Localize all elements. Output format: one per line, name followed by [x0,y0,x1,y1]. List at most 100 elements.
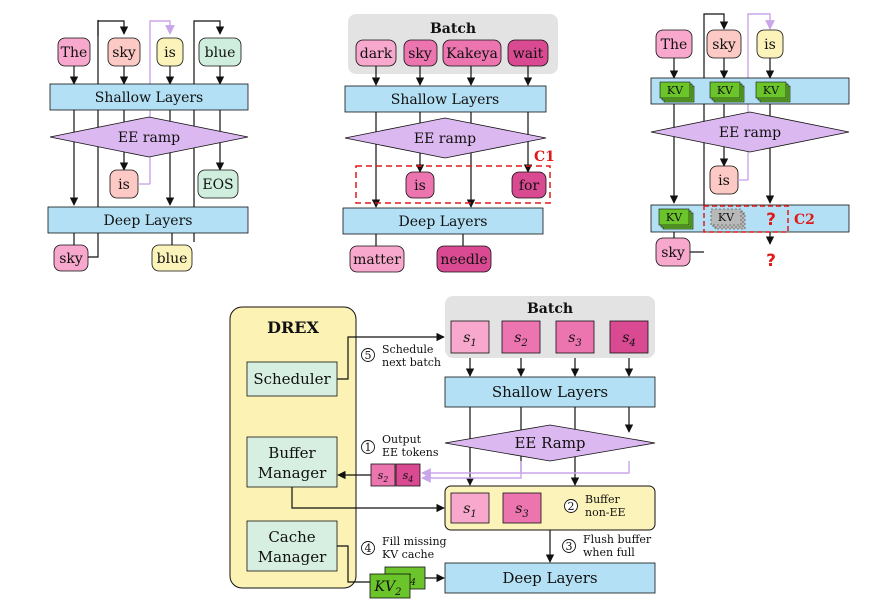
shallow-layers [444,376,656,408]
kv-cache-front [369,573,411,599]
kv-label: KV [666,211,683,224]
batch-item-s3-base: s [568,330,575,346]
ee-token-s2-label: s2 [378,469,389,484]
c2-highlight-box [703,205,789,233]
buffer-item-s1-label: s1 [463,501,477,520]
ee-ramp [444,424,656,462]
ee-token-s4 [395,463,421,487]
batch-token-kakeya [442,39,502,67]
kv-cache-back-sub: 4 [409,578,416,588]
step-3-number: 3 [566,540,573,553]
c2-label: C2 [794,212,815,228]
exit-token-for [511,171,547,199]
shallow-layers-label: Shallow Layers [492,383,608,401]
batch-token-sky-label: sky [408,46,432,62]
step-1-line-2: EE tokens [382,446,439,459]
kv-missing-stack: KV [710,208,746,230]
batch-item-s2-label: s2 [514,330,528,349]
batch-item-s3-sub: 3 [575,338,581,349]
step-4-number: 4 [365,542,372,555]
kv-label: KV [717,84,734,97]
buffer-item-s3 [502,492,542,524]
deep-layers [47,206,249,234]
step-1-number: 1 [365,441,372,454]
deep-layers [444,562,656,594]
step-4: 4 Fill missing KV cache [361,535,447,561]
step-2-number: 2 [568,500,575,513]
batch-container [445,296,655,358]
kv-stack-deep: KV [658,208,694,230]
token-the [655,29,693,59]
shallow-layers-label: Shallow Layers [95,90,204,106]
batch-token-kakeya-label: Kakeya [446,46,498,62]
kv-cache-front-base: KV [374,579,397,595]
buffer-item-s1-sub: 1 [470,509,476,520]
deep-layers [342,207,544,235]
ee-ramp-label: EE ramp [118,130,180,146]
exit-token-is-label: is [118,177,130,193]
panel-3-kv-cache-problem: The sky is KV KV KV EE ramp is [650,13,850,271]
token-the-label: The [661,37,688,53]
shallow-layers [49,83,249,111]
batch-item-s1-sub: 1 [470,338,476,349]
kv-cache-front-sub: 2 [394,587,401,598]
kv-stack-3: KV [755,81,791,103]
batch-item-s4-sub: 4 [628,338,635,349]
output-token-sky [53,244,89,272]
kv-cache-stack: KV 4 KV2 [369,566,426,599]
output-token-sky-label: sky [661,245,685,261]
exit-token-is-label: is [414,178,426,194]
batch-item-s1-label: s1 [463,330,477,349]
ee-token-s4-label: s4 [403,469,414,484]
buffer-item-s1-base: s [463,501,470,517]
drex-architecture: DREX Scheduler Buffer Manager Cache Mana… [229,296,656,599]
batch-title: Batch [527,301,573,317]
step-2: 2 Buffer non-EE [564,493,626,519]
token-is [156,37,184,67]
token-the-label: The [61,45,88,61]
token-sky-label: sky [112,45,136,61]
token-sky [107,37,141,67]
ee-token-s2-sub: 2 [382,475,388,484]
question-mark-icon: ? [766,210,776,230]
batch-item-s3 [555,320,595,354]
batch-token-wait-label: wait [513,46,544,62]
batch-item-s1 [450,320,490,354]
step-1-line-1: Output [382,433,422,446]
exit-token-eos-label: EOS [202,177,233,193]
ee-token-s4-base: s [403,469,409,482]
buffer-manager-module [246,436,338,488]
output-token-needle [436,245,492,273]
token-is-label: is [164,45,176,61]
output-token-matter-label: matter [353,252,401,268]
output-token-blue-label: blue [157,251,188,267]
batch-item-s3-label: s3 [568,330,582,349]
ee-ramp-label: EE ramp [719,125,781,141]
token-sky [706,29,742,59]
batch-item-s2-sub: 2 [520,338,527,349]
shallow-layers [344,85,547,113]
panel-1-naive-early-exit: The sky is blue Shallow Layers EE ramp i… [47,20,249,272]
step-5-line-1: Schedule [382,343,433,356]
batch-item-s2 [501,320,541,354]
buffer-item-s3-label: s3 [515,501,529,520]
step-3: 3 Flush buffer when full [562,533,652,559]
batch-token-wait [507,39,549,67]
batch-item-s4 [609,320,649,354]
kv-cache-front-label: KV2 [374,579,402,598]
token-is [756,29,784,59]
token-blue [198,37,242,67]
batch-item-s4-base: s [622,330,629,346]
kv-label: KV [667,84,684,97]
exit-token-is [405,171,435,199]
shallow-layers-label: Shallow Layers [391,92,500,108]
output-token-sky-label: sky [59,251,83,267]
kv-label: KV [763,84,780,97]
kv-label: KV [718,211,735,224]
exit-token-for-label: for [519,178,540,194]
token-sky-label: sky [712,37,736,53]
deep-layers-label: Deep Layers [399,214,488,230]
c1-highlight-box [355,165,551,204]
ee-ramp-label: EE Ramp [514,434,585,452]
